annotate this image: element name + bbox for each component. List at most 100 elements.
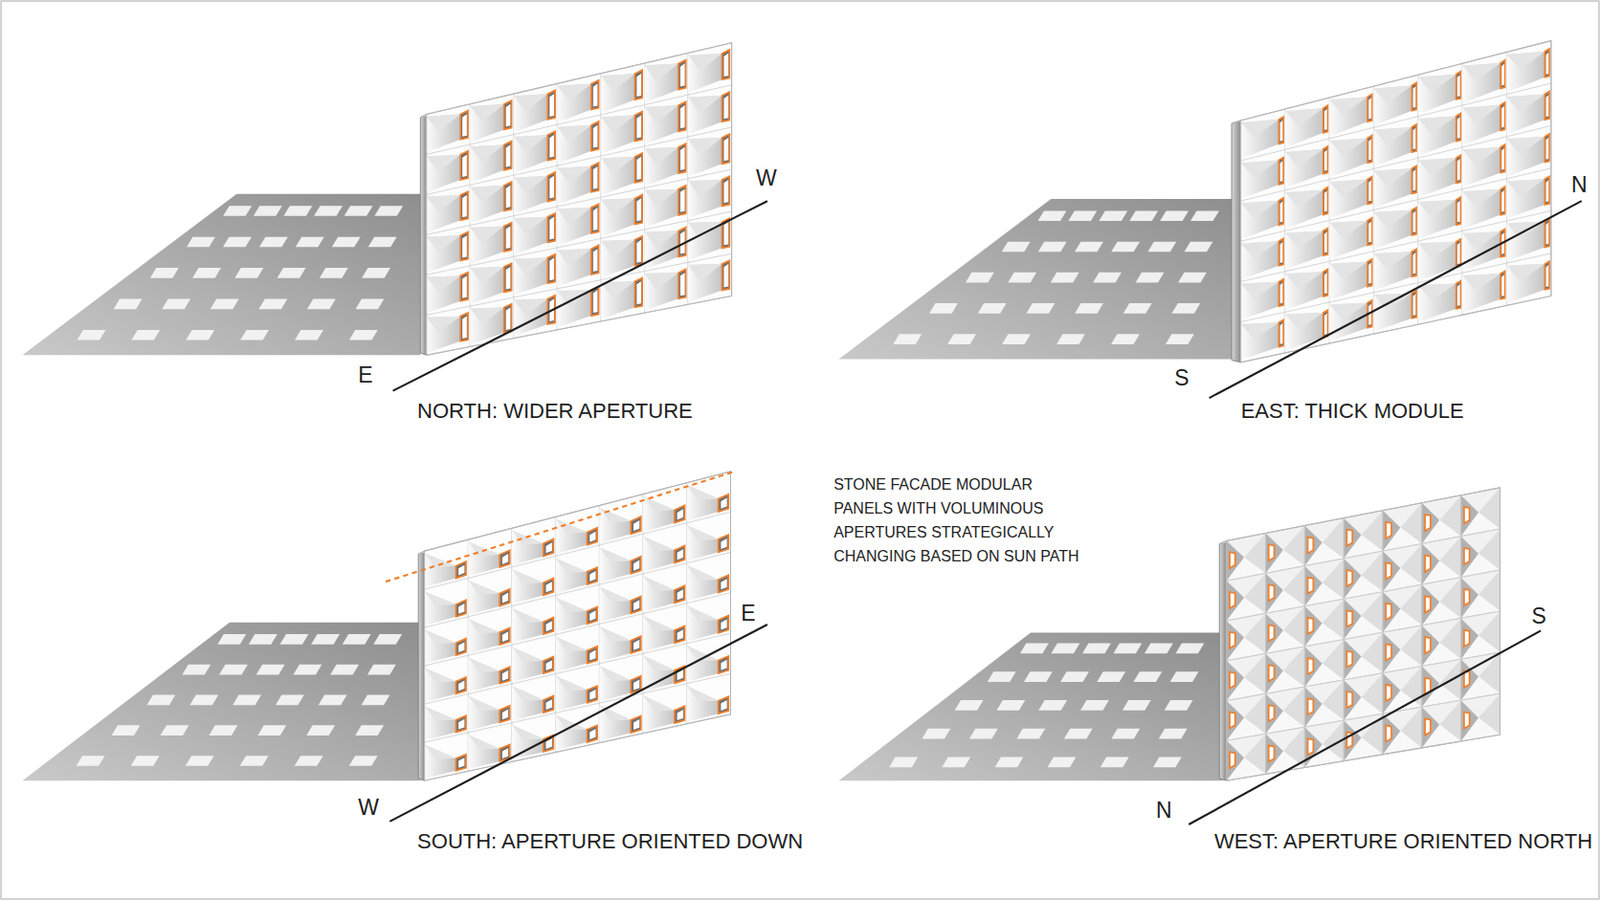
light-patch bbox=[1147, 242, 1177, 253]
aperture-light bbox=[636, 73, 642, 97]
module-face bbox=[424, 733, 469, 781]
aperture-light bbox=[549, 258, 555, 282]
module-face bbox=[1226, 733, 1267, 781]
module-facet bbox=[1461, 495, 1479, 537]
module-outline bbox=[1304, 518, 1344, 567]
light-patch bbox=[1092, 272, 1122, 284]
aperture bbox=[674, 706, 686, 724]
module-outline bbox=[1382, 544, 1423, 593]
module-shading bbox=[643, 655, 675, 671]
module-face bbox=[1422, 536, 1462, 585]
aperture-light bbox=[1324, 231, 1328, 253]
aperture-light bbox=[677, 549, 684, 560]
light-patch bbox=[955, 700, 984, 712]
module-face bbox=[1422, 659, 1462, 708]
aperture-light bbox=[589, 729, 596, 740]
module-shading bbox=[643, 496, 675, 534]
aperture bbox=[1308, 577, 1314, 595]
light-patch bbox=[131, 755, 160, 767]
module-shading bbox=[1418, 116, 1457, 135]
aperture bbox=[634, 111, 643, 142]
module-facet bbox=[1304, 606, 1322, 647]
light-patch bbox=[307, 298, 336, 310]
module-face bbox=[1226, 613, 1267, 661]
aperture-light bbox=[1368, 263, 1372, 285]
module-shading bbox=[1507, 264, 1546, 282]
aperture-light bbox=[680, 105, 686, 129]
module-facet bbox=[1343, 720, 1361, 761]
module-shading bbox=[1241, 159, 1280, 178]
aperture-light bbox=[502, 748, 509, 759]
aperture bbox=[1385, 644, 1392, 661]
aperture bbox=[1456, 71, 1462, 100]
module-outline bbox=[1461, 652, 1501, 701]
module-shading bbox=[600, 198, 636, 237]
module-shading bbox=[556, 207, 592, 246]
module-shading bbox=[1507, 136, 1546, 178]
aperture bbox=[1411, 83, 1417, 112]
module-shading bbox=[469, 144, 505, 183]
direction-label: E bbox=[740, 600, 756, 626]
aperture bbox=[678, 143, 687, 174]
module-shading bbox=[643, 535, 675, 572]
module-shading bbox=[1374, 86, 1413, 105]
aperture-light bbox=[1501, 106, 1505, 129]
light-patch bbox=[1020, 643, 1049, 654]
module-shading bbox=[469, 308, 505, 325]
module-outline bbox=[1304, 640, 1344, 689]
module-facet bbox=[1266, 613, 1284, 654]
aperture-light bbox=[593, 125, 599, 149]
light-patch bbox=[1135, 272, 1165, 284]
module-facet bbox=[1304, 727, 1322, 768]
module-shading bbox=[467, 619, 500, 654]
light-patch bbox=[332, 237, 361, 248]
light-patch bbox=[1016, 729, 1045, 740]
light-patch bbox=[306, 725, 335, 736]
aperture-light bbox=[1545, 52, 1549, 75]
module-shading bbox=[467, 580, 500, 596]
light-patch bbox=[234, 267, 264, 279]
wall-edge bbox=[1231, 120, 1242, 363]
module-outline bbox=[1422, 536, 1462, 585]
aperture-light bbox=[1501, 148, 1505, 171]
aperture bbox=[1346, 651, 1353, 668]
module-shading bbox=[600, 240, 636, 279]
light-patch bbox=[892, 333, 922, 345]
module-facet bbox=[1343, 680, 1361, 721]
aperture bbox=[456, 715, 467, 733]
module-shading bbox=[644, 230, 679, 248]
module-face bbox=[1266, 646, 1306, 694]
aperture bbox=[504, 141, 512, 171]
aperture-light bbox=[636, 198, 642, 222]
module-facet bbox=[1461, 536, 1479, 578]
module-outline bbox=[1304, 599, 1344, 647]
module-shading bbox=[600, 73, 636, 91]
aperture bbox=[1278, 319, 1284, 347]
module-shading bbox=[643, 616, 675, 632]
module-shading bbox=[600, 115, 636, 134]
module-face bbox=[1422, 700, 1462, 749]
module-facet bbox=[1343, 640, 1361, 681]
aperture-light bbox=[720, 498, 727, 510]
aperture bbox=[630, 596, 641, 614]
wall-face bbox=[1226, 488, 1501, 781]
aperture bbox=[1367, 135, 1373, 164]
module-outline bbox=[1343, 673, 1383, 722]
aperture bbox=[1323, 146, 1329, 174]
module-shading bbox=[644, 147, 679, 186]
aperture bbox=[1229, 632, 1236, 649]
aperture-light bbox=[1413, 86, 1417, 108]
module-facet bbox=[1422, 584, 1440, 626]
module-shading bbox=[1462, 147, 1501, 166]
light-patch bbox=[217, 634, 246, 645]
light-patch bbox=[259, 237, 289, 248]
light-patch bbox=[1111, 333, 1140, 345]
aperture bbox=[1544, 176, 1550, 205]
light-patch bbox=[965, 272, 995, 284]
module-facet bbox=[1382, 511, 1400, 552]
module-outline bbox=[1226, 573, 1267, 622]
module-shading bbox=[599, 705, 631, 721]
aperture-light bbox=[1368, 179, 1372, 201]
module-facet bbox=[1226, 621, 1245, 662]
module-shading bbox=[556, 248, 592, 287]
